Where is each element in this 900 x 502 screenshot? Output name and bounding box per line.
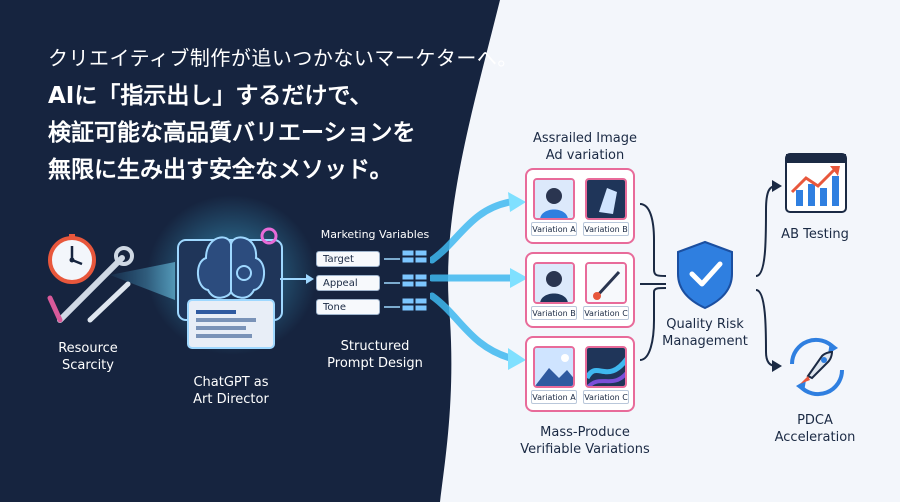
variable-bricks	[384, 249, 428, 312]
director-label: ChatGPT as Art Director	[176, 374, 286, 408]
variable-tone: Tone	[316, 299, 380, 315]
shield-check-icon	[677, 240, 733, 310]
image-header: Assrailed Image Ad variation	[515, 130, 655, 164]
director-label-line-1: ChatGPT as	[193, 375, 269, 390]
ab-chart-icon	[785, 153, 847, 213]
flow-arrows	[430, 192, 528, 370]
arrow-right-icon	[280, 274, 314, 284]
variation-label: Variation B	[531, 306, 577, 320]
variation-card-1: Variation A Variation B	[525, 168, 635, 244]
headline-line-3: 検証可能な高品質バリエーションを	[48, 120, 416, 146]
variation-label: Variation A	[531, 222, 577, 236]
connector-lines	[639, 180, 782, 372]
headline-line-4: 無限に生み出す安全なメソッド。	[48, 157, 393, 183]
thumb-landscape-icon	[533, 346, 575, 388]
rocket-cycle-icon	[789, 337, 845, 397]
thumb-man-icon	[533, 262, 575, 304]
variation-card-2: Variation B Variation C	[525, 252, 635, 328]
thumb-brush-icon	[585, 262, 627, 304]
ab-testing-label: AB Testing	[781, 227, 849, 242]
image-header-line-2: Ad variation	[545, 148, 625, 163]
pdca-label-line-2: Acceleration	[774, 430, 856, 445]
quality-label-line-1: Quality Risk	[666, 317, 744, 332]
pdca-label: PDCA Acceleration	[760, 412, 870, 446]
resource-label-line-1: Resource	[58, 341, 118, 356]
thumb-product-icon	[585, 178, 627, 220]
variation-label: Variation C	[583, 390, 629, 404]
mass-produce-line-1: Mass-Produce	[540, 425, 630, 440]
pdca-label-line-1: PDCA	[797, 413, 833, 428]
quality-label-line-2: Management	[662, 334, 748, 349]
brain-monitor-icon	[177, 227, 283, 349]
mass-produce-line-2: Verifiable Variations	[520, 442, 650, 457]
headline-line-2: AIに「指示出し」するだけで、	[48, 83, 373, 109]
resource-label-line-2: Scarcity	[62, 358, 114, 373]
thumb-abstract-icon	[585, 346, 627, 388]
variation-label: Variation C	[583, 306, 629, 320]
mass-produce-label: Mass-Produce Verifiable Variations	[510, 424, 660, 458]
marketing-title: Marketing Variables	[320, 228, 430, 241]
marketing-caption: Structured Prompt Design	[300, 338, 450, 372]
image-header-line-1: Assrailed Image	[532, 131, 638, 146]
variable-appeal: Appeal	[316, 275, 380, 291]
variation-label: Variation B	[583, 222, 629, 236]
director-label-line-2: Art Director	[193, 392, 269, 407]
variation-card-3: Variation A Variation C	[525, 336, 635, 412]
marketing-caption-line-1: Structured	[340, 339, 410, 354]
resource-label: Resource Scarcity	[48, 340, 128, 374]
variation-label: Variation A	[531, 390, 577, 404]
clock-tools-icon	[47, 234, 134, 323]
variable-target: Target	[316, 251, 380, 267]
quality-label: Quality Risk Management	[650, 316, 760, 350]
marketing-caption-line-2: Prompt Design	[327, 356, 423, 371]
headline-line-1: クリエイティブ制作が追いつかないマーケターへ。	[48, 46, 518, 70]
thumb-woman-icon	[533, 178, 575, 220]
